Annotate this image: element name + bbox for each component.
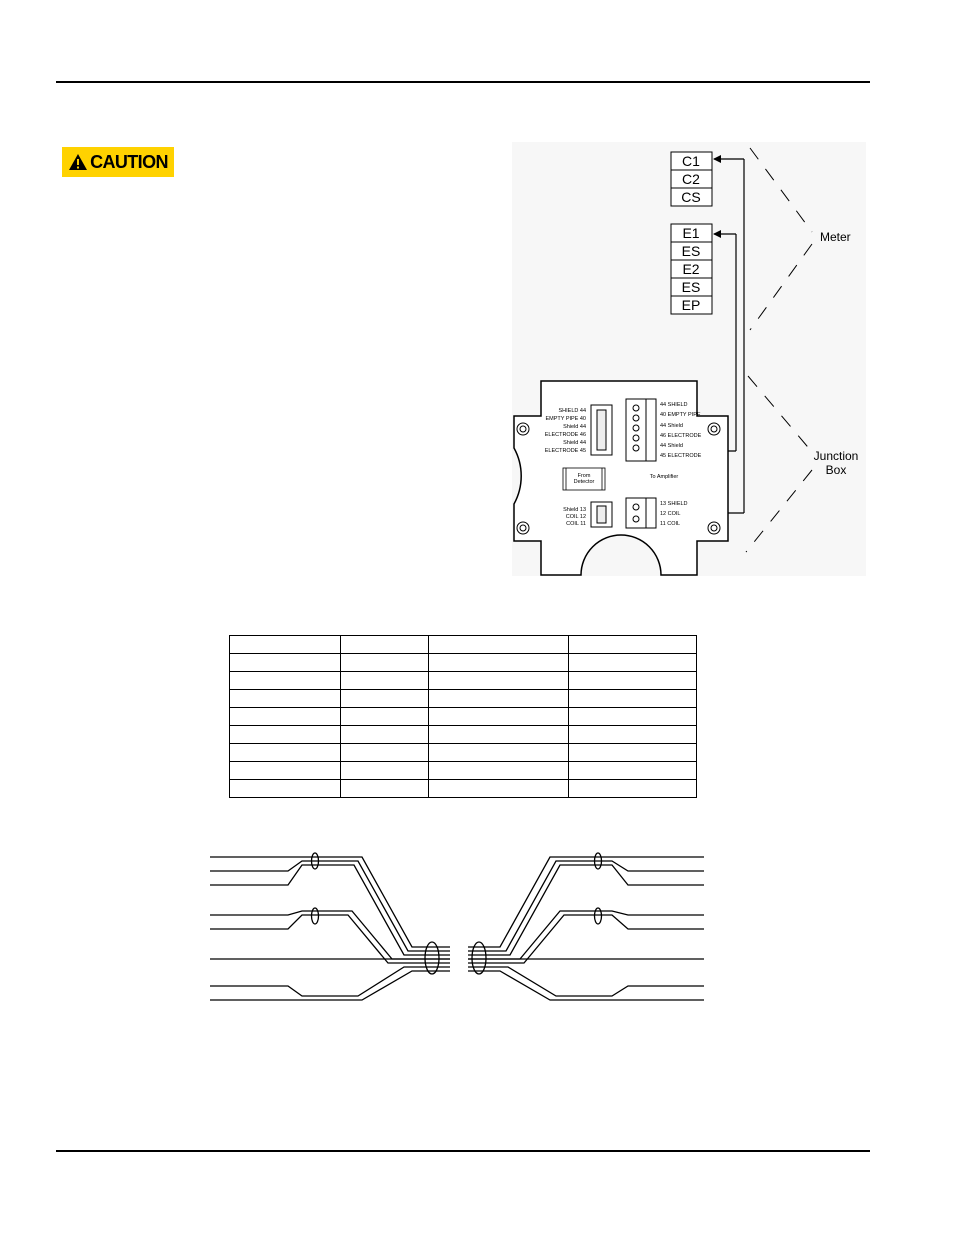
from-detector-label-1: From [578,473,591,479]
from-detector-label-2: Detector [574,479,595,485]
terminal-es-1: ES [682,243,701,259]
cable-left-end [210,852,450,1001]
jb-left-label-2: EMPTY PIPE 40 [545,416,586,422]
terminal-c2: C2 [682,171,700,187]
from-detector-block [562,467,606,491]
wiring-table [229,635,697,798]
meter-coil-terminals [670,151,713,207]
to-amplifier-label: To Amplifier [650,474,679,480]
table-row [229,707,697,726]
wiring-table-body [229,635,697,798]
terminal-cs: CS [681,189,700,205]
jb-right-label-6: 45 ELECTRODE [660,453,702,459]
junction-box-bracket [745,375,813,553]
terminal-es-2: ES [682,279,701,295]
table-row [229,725,697,744]
table-row [229,671,697,690]
jb-lower-left-label-2: COIL 12 [566,514,586,520]
caution-badge: CAUTION [62,147,174,177]
footer-rule [56,1150,870,1152]
mounting-holes [516,422,721,535]
jb-right-label-3: 44 Shield [660,423,683,429]
jb-right-label-4: 46 ELECTRODE [660,433,702,439]
jb-lower-right-label-1: 13 SHIELD [660,501,688,507]
warning-triangle-icon [69,154,88,170]
jb-right-label-2: 40 EMPTY PIPE [660,412,701,418]
wiring-diagram: C1 C2 CS E1 ES E2 ES EP Meter Junction B… [512,142,866,576]
table-row [229,653,697,672]
lower-right-terminal-block [625,497,657,529]
terminal-ep: EP [682,297,701,313]
terminal-c1: C1 [682,153,700,169]
right-terminal-block [625,398,657,462]
jb-left-label-3: Shield 44 [563,424,586,430]
meter-label: Meter [820,230,851,244]
table-row [229,689,697,708]
cable-right-end [468,852,704,1001]
terminal-e1: E1 [682,225,699,241]
jb-lower-right-label-3: 11 COIL [660,521,680,527]
jb-right-label-1: 44 SHIELD [660,402,688,408]
jb-lower-left-label-1: Shield 13 [563,507,586,513]
meter-electrode-terminals [670,223,713,315]
junction-label-line2: Box [826,463,847,477]
junction-label-line1: Junction [814,449,859,463]
table-row [229,779,697,798]
table-row [229,743,697,762]
jb-left-label-5: Shield 44 [563,440,586,446]
lower-left-terminal-block [590,501,613,528]
junction-box-outline [513,380,729,576]
jb-left-label-6: ELECTRODE 45 [545,448,586,454]
jb-left-label-4: ELECTRODE 46 [545,432,586,438]
caution-label: CAUTION [90,151,168,172]
jb-lower-right-label-2: 12 COIL [660,511,680,517]
jb-lower-left-label-3: COIL 11 [566,521,586,527]
jb-right-label-5: 44 Shield [660,443,683,449]
header-rule [56,81,870,83]
meter-bracket [749,147,813,331]
jb-left-label-1: SHIELD 44 [558,408,586,414]
terminal-e2: E2 [682,261,699,277]
left-terminal-block [590,404,613,456]
table-cell [568,779,697,798]
